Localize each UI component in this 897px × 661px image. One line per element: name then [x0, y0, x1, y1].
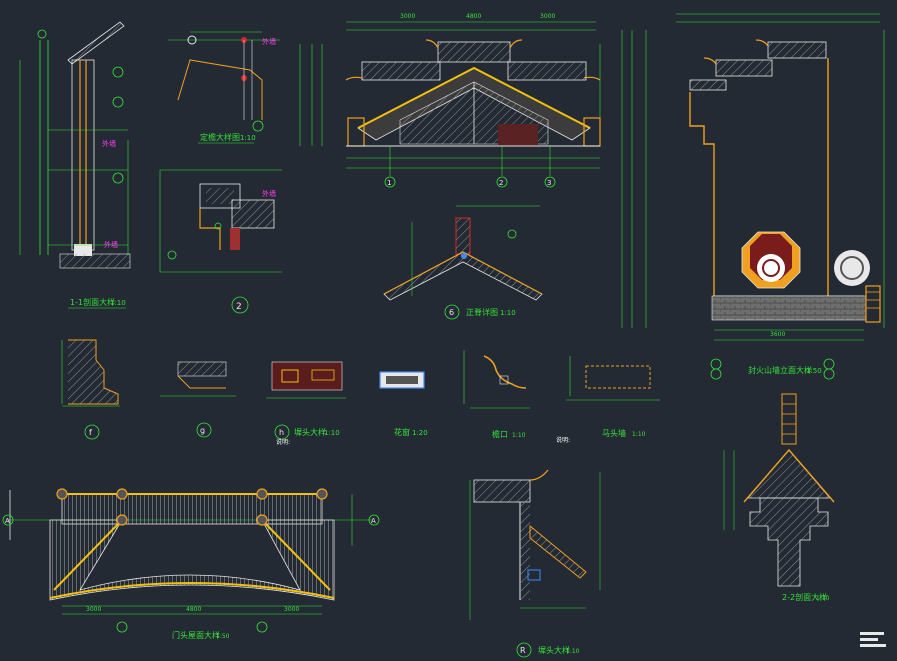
side-section-title: 1-1剖面大样: [70, 297, 115, 307]
detail-f-drawing: f: [61, 339, 120, 440]
detail-2-drawing: 外墙 2: [159, 169, 282, 314]
outer-wall-label: 外墙: [102, 139, 116, 148]
elev-dim-1: 3000: [400, 13, 415, 20]
detail-6-marker: 6: [449, 308, 454, 317]
column-section-title: 2-2剖面大样: [782, 592, 827, 602]
gable-top-scale: 1:10: [632, 431, 646, 438]
detail-f-marker: f: [89, 428, 92, 437]
axis-a-marker-right: A: [371, 517, 376, 525]
spandrel-note: 说明:: [276, 438, 290, 446]
eave-detail-drawing: 外墙 定檐大样图 1:10: [168, 31, 280, 144]
spandrel-detail-scale: 1:10: [324, 429, 340, 437]
ridge-section-title: 正脊详图: [466, 307, 498, 317]
detail-h-marker: h: [279, 428, 284, 437]
window-panel-drawing: 花窗 1:20: [379, 371, 428, 437]
gable-dim-1: 3600: [770, 331, 785, 338]
axis-3-marker: 3: [547, 179, 551, 187]
elev-dim-2: 4800: [466, 13, 481, 20]
cornice-detail-drawing: 檐口 1:10: [463, 350, 530, 439]
section-r-drawing: R 墀头大样 1:10: [469, 469, 601, 658]
detail-g-drawing: g: [160, 361, 236, 438]
detail-g-marker: g: [200, 426, 205, 435]
eave-detail-title: 定檐大样图: [200, 132, 240, 142]
spandrel-detail-drawing: h 墀头大样 1:10 说明:: [266, 361, 346, 446]
elev-dim-3: 3000: [540, 13, 555, 20]
roof-dim-2: 4800: [186, 606, 201, 613]
section-r-scale: 1:10: [566, 648, 580, 655]
front-elevation-drawing: 1 2 3 3000 4800 3000: [299, 13, 601, 188]
outer-wall-label-2: 外墙: [104, 240, 118, 249]
ridge-section-scale: 1:10: [500, 309, 516, 317]
axis-1-marker: 1: [387, 179, 391, 187]
cornice-detail-title: 檐口: [492, 429, 508, 439]
roof-plan-scale: 1:50: [216, 633, 230, 640]
legend-block: [860, 632, 886, 647]
roof-plan-drawing: A A 3000 4800 3000 门头屋面大样 1:50: [2, 488, 380, 640]
detail2-wall-label: 外墙: [262, 189, 276, 198]
ridge-section-drawing: 6 正脊详图 1:10: [383, 205, 543, 320]
detail-2-marker: 2: [236, 302, 242, 312]
gable-elevation-drawing: 封火山墙立面大样 1:50 3600: [621, 13, 885, 380]
axis-2-marker: 2: [499, 179, 503, 187]
gable-top-note: 说明:: [556, 436, 570, 444]
gable-elevation-scale: 1:50: [806, 367, 822, 375]
section-r-title: 墀头大样: [538, 645, 570, 655]
gable-elevation-title: 封火山墙立面大样: [748, 365, 812, 375]
window-panel-scale: 1:20: [412, 429, 428, 437]
side-section-drawing: 外墙 外墙 1-1剖面大样 1:10: [19, 21, 131, 309]
cornice-detail-scale: 1:10: [512, 432, 526, 439]
window-panel-title: 花窗: [394, 427, 410, 437]
axis-r-marker: R: [520, 646, 526, 655]
roof-dim-1: 3000: [86, 606, 101, 613]
column-section-scale: 1:10: [816, 595, 830, 602]
gable-top-drawing: 马头墙 1:10 说明:: [556, 356, 660, 444]
eave-detail-scale: 1:10: [240, 134, 256, 142]
spandrel-detail-title: 墀头大样: [294, 427, 326, 437]
side-section-scale: 1:10: [110, 299, 126, 307]
roof-plan-title: 门头屋面大样: [172, 630, 220, 640]
gable-top-title: 马头墙: [602, 428, 626, 438]
eave-outer-label: 外墙: [262, 37, 276, 46]
column-section-drawing: 2-2剖面大样 1:10: [723, 393, 835, 602]
roof-dim-3: 3000: [284, 606, 299, 613]
axis-a-marker-left: A: [5, 517, 10, 525]
